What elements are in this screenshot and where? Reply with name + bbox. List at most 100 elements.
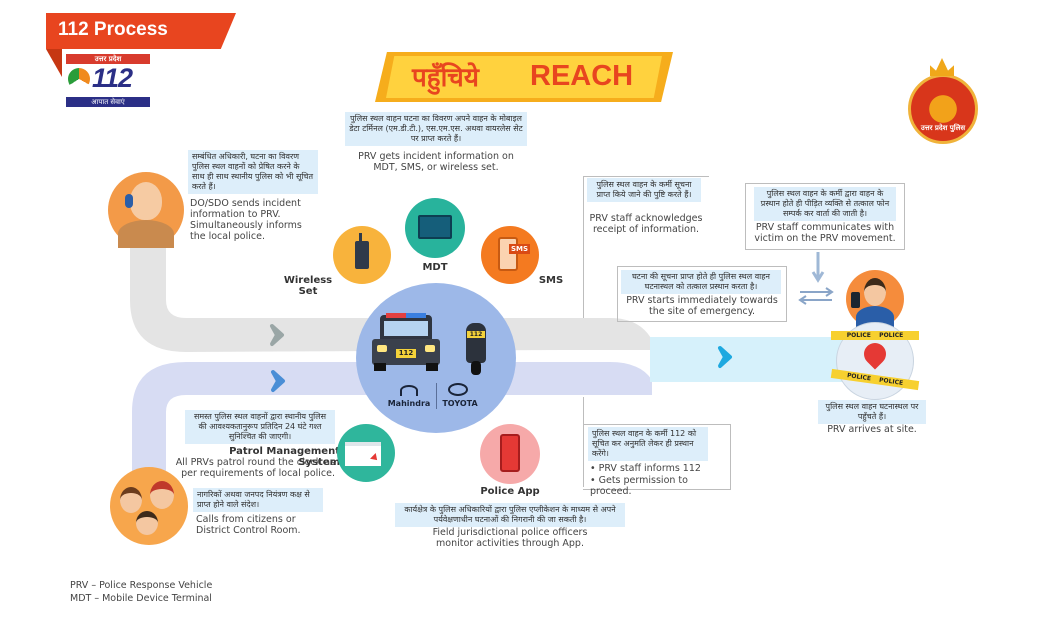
note-informs-bullet1: • PRV staff informs 112 [590, 463, 701, 474]
note-field-english: Field jurisdictional police officers mon… [432, 527, 588, 549]
tape-top: POLICE POLICE [831, 331, 919, 340]
officer-face-icon [130, 182, 162, 220]
note-do-sdo-english: DO/SDO sends incident information to PRV… [190, 198, 302, 242]
emergency-site-icon: POLICE POLICE POLICE POLICE [830, 322, 920, 400]
note-patrol-title: Patrol Management System [229, 446, 340, 468]
sms-icon: SMS [481, 226, 539, 284]
bracket-ack [583, 176, 709, 239]
note-prv-gets-hindi: पुलिस स्थल वाहन घटना का विवरण अपने वाहन … [345, 112, 527, 146]
radio-body-icon [355, 241, 369, 269]
note-prv-ack-english: PRV staff acknowledges receipt of inform… [589, 213, 703, 235]
note-patrol-hindi: समस्त पुलिस स्थल वाहनों द्वारा स्थानीय प… [185, 410, 335, 444]
car-wheel-right-icon [426, 363, 438, 371]
wireless-set-icon [333, 226, 391, 284]
wireless-set-label: Wireless Set [283, 275, 333, 297]
note-communicates-hindi: पुलिस स्थल वाहन के कर्मी द्वारा वाहन के … [754, 187, 896, 221]
upper-flow-band [130, 240, 652, 352]
mdt-screen-icon [418, 215, 452, 239]
brand-mahindra: Mahindra [387, 399, 431, 408]
sms-label: SMS [538, 275, 564, 286]
officer-body-icon [118, 220, 174, 248]
car-lightbar-icon [386, 313, 426, 318]
bike-wheel-icon [471, 361, 481, 375]
reach-english: REACH [530, 60, 634, 92]
note-calls-hindi: नागरिकों अथवा जनपद नियंत्रण कक्ष से प्रा… [193, 488, 323, 512]
chevron-upper-icon [270, 324, 284, 346]
motorcycle-icon: 112 [461, 319, 491, 375]
victim-face-icon [864, 278, 886, 306]
app-phone-icon [500, 434, 520, 472]
browser-window-icon [345, 442, 381, 466]
reach-hindi: पहुँचिये [412, 63, 479, 93]
phone-icon [498, 237, 518, 271]
bracket-informs-box [583, 424, 731, 490]
note-starts-english: PRV starts immediately towards the site … [626, 295, 778, 317]
officer-avatar [108, 172, 184, 248]
bracket-ack-stem [583, 238, 584, 318]
bracket-informs [583, 397, 584, 487]
note-prv-ack-hindi: पुलिस स्थल वाहन के कर्मी सूचना प्राप्त क… [587, 178, 701, 202]
note-field-hindi: कार्यक्षेत्र के पुलिस अधिकारियों द्वारा … [395, 503, 625, 527]
logo-112: उत्तर प्रदेश 112 आपात सेवाएं [66, 54, 150, 108]
vehicle-hub: 112 112 Mahindra TOYOTA [356, 283, 516, 433]
note-calls-english: Calls from citizens or District Control … [196, 514, 301, 536]
header-title: 112 Process [58, 19, 168, 40]
mdt-icon [405, 198, 465, 258]
down-arrow-icon [811, 252, 825, 283]
right-flow-band [650, 337, 850, 382]
sms-badge: SMS [509, 244, 531, 254]
mdt-label: MDT [422, 262, 448, 273]
toyota-logo-icon [448, 383, 468, 396]
header-bar [46, 13, 236, 49]
logo-emblem-icon [68, 68, 90, 90]
note-informs-hindi: पुलिस स्थल वाहन के कर्मी 112 को सूचित कर… [588, 427, 708, 461]
location-pin-icon [859, 338, 891, 370]
citizen-face-1-icon [120, 487, 142, 513]
footer-line-2: MDT – Mobile Device Terminal [70, 593, 212, 604]
lower-flow-band [132, 362, 652, 490]
victim-phone-icon [851, 292, 860, 308]
bike-plate: 112 [467, 331, 485, 338]
headset-icon [125, 194, 133, 208]
chevron-right-icon [718, 346, 732, 368]
header-fold [46, 49, 62, 77]
bike-body-icon [466, 323, 486, 363]
exchange-arrows-icon [798, 287, 834, 305]
chevron-lower-icon [271, 370, 285, 392]
car-headlight-left-icon [377, 345, 387, 352]
brand-toyota: TOYOTA [442, 399, 478, 408]
police-app-icon [480, 424, 540, 484]
citizen-face-2-icon [150, 481, 174, 509]
note-prv-gets-english: PRV gets incident information on MDT, SM… [358, 151, 514, 173]
note-communicates-english: PRV staff communicates with victim on th… [754, 222, 896, 244]
police-app-label: Police App [480, 486, 540, 497]
car-plate: 112 [396, 349, 416, 358]
note-arrives-hindi: पुलिस स्थल वाहन घटनास्थल पर पहुँचते हैं। [818, 400, 926, 424]
victim-avatar [846, 270, 904, 328]
car-wheel-left-icon [374, 363, 386, 371]
logo-number: 112 [92, 63, 133, 93]
note-starts-hindi: घटना की सूचना प्राप्त होते ही पुलिस स्थल… [621, 270, 781, 294]
bracket-communicates [745, 183, 905, 250]
citizens-avatar [110, 467, 188, 545]
mahindra-logo-icon [400, 385, 418, 396]
radio-antenna-icon [359, 233, 362, 242]
footer-line-1: PRV – Police Response Vehicle [70, 580, 213, 591]
note-patrol-english: All PRVs patrol round the clock as per r… [175, 457, 335, 479]
note-arrives-english: PRV arrives at site. [827, 424, 917, 435]
brand-divider [436, 383, 437, 409]
logo-service: आपात सेवाएं [66, 97, 150, 107]
police-car-icon: 112 [370, 313, 442, 371]
bracket-starts [617, 266, 787, 322]
seal-text: उत्तर प्रदेश पुलिस [920, 124, 966, 132]
note-do-sdo-hindi: सम्बंधित अधिकारी, घटना का विवरण पुलिस स्… [188, 150, 318, 194]
patrol-laptop-icon [337, 424, 395, 482]
car-headlight-right-icon [425, 345, 435, 352]
up-police-seal-icon [908, 74, 978, 144]
reach-banner-inner [386, 56, 662, 98]
citizen-face-3-icon [136, 511, 158, 535]
logo-state: उत्तर प्रदेश [66, 54, 150, 64]
car-windshield-icon [384, 321, 428, 336]
note-informs-bullet2: • Gets permission to proceed. [590, 475, 688, 497]
